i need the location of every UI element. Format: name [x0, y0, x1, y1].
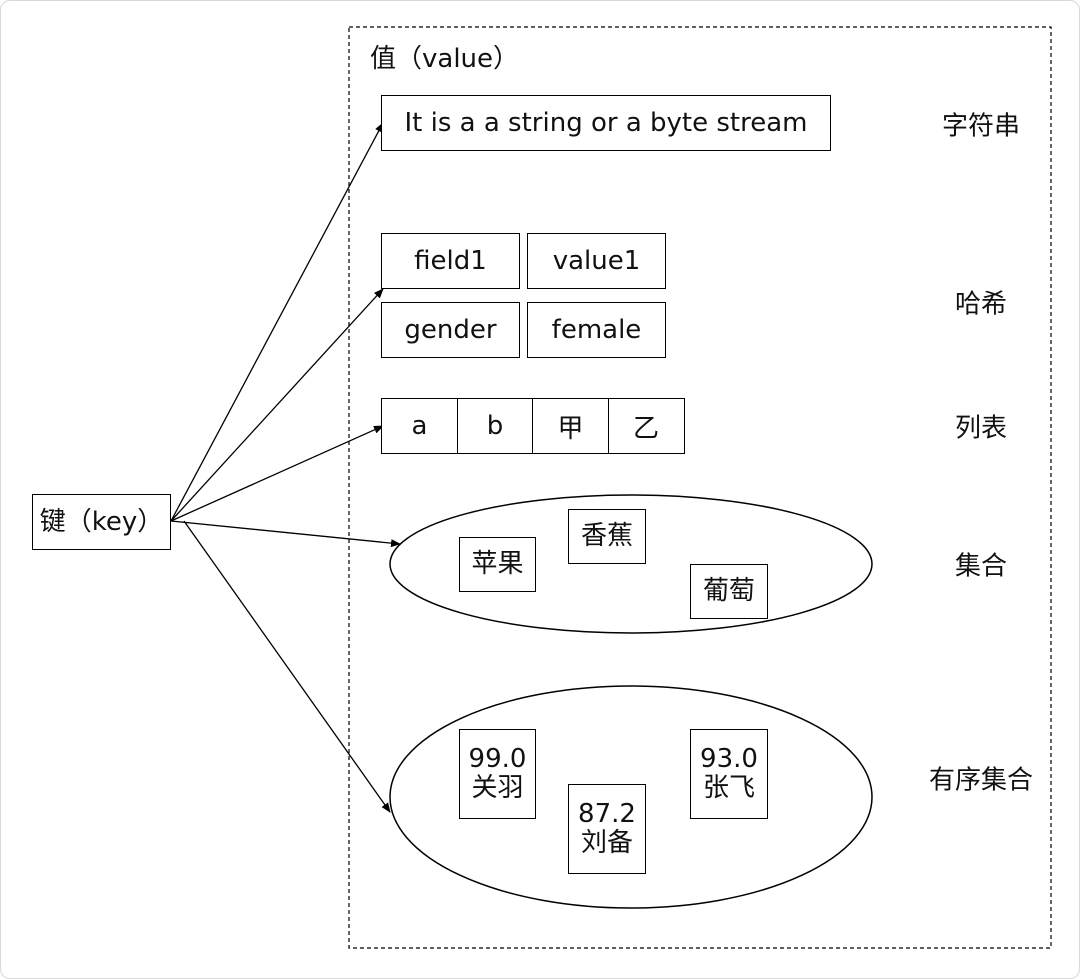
hash-value-box: value1 — [527, 233, 666, 289]
sorted-set-member-box: 87.2 刘备 — [568, 784, 646, 874]
arrow-to-set — [170, 520, 401, 548]
set-member-box: 葡萄 — [690, 564, 768, 619]
arrow-to-hash — [170, 288, 384, 522]
list-item: 甲 — [532, 398, 609, 454]
string-value-box: It is a a string or a byte stream — [381, 95, 831, 151]
sorted-set-member-box: 93.0 张飞 — [690, 729, 768, 819]
type-label-hash: 哈希 — [954, 289, 1008, 320]
arrow-to-sorted-set — [183, 520, 391, 813]
hash-field-box: field1 — [381, 233, 520, 289]
arrow-to-string — [170, 122, 384, 522]
type-label-string: 字符串 — [941, 111, 1021, 142]
member-text: 关羽 — [471, 773, 524, 803]
type-label-sorted-set: 有序集合 — [928, 765, 1034, 796]
set-ellipse — [389, 494, 873, 634]
member-text: 刘备 — [580, 828, 633, 858]
list-item: b — [456, 398, 534, 454]
hash-field-box: gender — [381, 302, 520, 358]
list-container: a b 甲 乙 — [381, 398, 685, 454]
list-item: a — [381, 398, 458, 454]
set-member-box: 苹果 — [459, 537, 536, 592]
set-member-box: 香蕉 — [568, 509, 646, 564]
score-text: 99.0 — [468, 744, 527, 775]
arrow-to-list — [170, 425, 384, 522]
sorted-set-member-box: 99.0 关羽 — [459, 729, 536, 819]
sorted-set-ellipse — [389, 685, 873, 909]
member-text: 张飞 — [702, 773, 755, 803]
score-text: 87.2 — [578, 799, 636, 830]
key-box: 键（key） — [32, 494, 171, 550]
type-label-list: 列表 — [954, 413, 1008, 444]
hash-value-box: female — [527, 302, 666, 358]
score-text: 93.0 — [700, 744, 758, 775]
value-region — [348, 26, 1052, 949]
type-label-set: 集合 — [954, 551, 1008, 582]
value-title: 值（value） — [370, 44, 520, 74]
list-item: 乙 — [607, 398, 685, 454]
